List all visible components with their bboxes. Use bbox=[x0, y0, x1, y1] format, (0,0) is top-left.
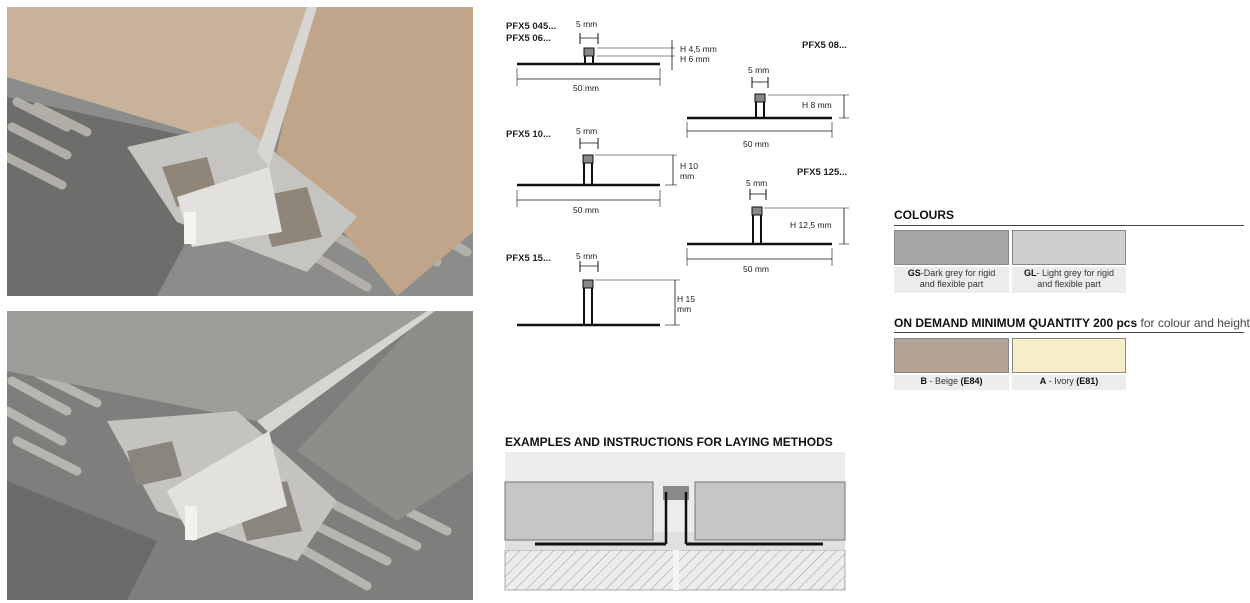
profile-125-code: PFX5 125... bbox=[797, 167, 848, 178]
colour-swatch-gl bbox=[1012, 230, 1126, 265]
profile-10-height-1: H 10 bbox=[680, 161, 698, 171]
profile-15-height-1: H 15 bbox=[677, 294, 695, 304]
profile-08-drawing bbox=[686, 77, 849, 138]
on-demand-note: for colour and height bbox=[1140, 316, 1250, 330]
profile-15-width: 5 mm bbox=[576, 251, 598, 261]
colour-code-ivory: A bbox=[1039, 376, 1047, 386]
colour-desc-gs-line1: -Dark grey for rigid bbox=[920, 268, 996, 278]
profile-045-base: 50 mm bbox=[573, 83, 599, 93]
on-demand-title: ON DEMAND MINIMUM QUANTITY 200 pcs for c… bbox=[894, 316, 1250, 330]
profile-045-height-1: H 4,5 mm bbox=[680, 44, 717, 54]
colour-caption-beige: B - Beige (E84) bbox=[894, 375, 1009, 390]
colour-code-beige: B bbox=[920, 376, 927, 386]
colour-code-gs: GS bbox=[907, 268, 921, 278]
colour-caption-ivory: A - Ivory (E81) bbox=[1012, 375, 1126, 390]
colour-swatch-gs bbox=[894, 230, 1009, 265]
colour-name-beige: - Beige bbox=[926, 376, 961, 386]
colour-ref-ivory: (E81) bbox=[1076, 376, 1099, 386]
profile-125-height: H 12,5 mm bbox=[790, 220, 832, 230]
profile-06-code: PFX5 06... bbox=[506, 33, 551, 44]
profile-15-height-2: mm bbox=[677, 304, 692, 314]
profile-045-width: 5 mm bbox=[576, 19, 598, 29]
profile-10-height-2: mm bbox=[680, 171, 695, 181]
profile-10-drawing bbox=[516, 138, 677, 207]
colours-divider bbox=[894, 225, 1244, 226]
profile-10-code: PFX5 10... bbox=[506, 129, 551, 140]
profile-15-code: PFX5 15... bbox=[506, 253, 551, 264]
profile-125-width: 5 mm bbox=[746, 178, 768, 188]
profile-125-drawing bbox=[686, 189, 849, 266]
profile-08-code: PFX5 08... bbox=[802, 40, 847, 51]
profile-08-width: 5 mm bbox=[748, 65, 770, 75]
profile-15-drawing bbox=[517, 261, 680, 327]
profile-045-drawing bbox=[516, 33, 675, 86]
profile-08-base: 50 mm bbox=[743, 139, 769, 149]
profile-045-height-2: H 6 mm bbox=[680, 54, 710, 64]
profile-125-base: 50 mm bbox=[743, 264, 769, 274]
colour-swatch-ivory bbox=[1012, 338, 1126, 373]
laying-method-diagram bbox=[504, 452, 846, 591]
colours-title: COLOURS bbox=[894, 208, 954, 222]
on-demand-title-text: ON DEMAND MINIMUM QUANTITY 200 pcs bbox=[894, 316, 1138, 330]
colour-desc-gl-line2: and flexible part bbox=[1037, 279, 1101, 289]
profile-10-width: 5 mm bbox=[576, 126, 598, 136]
colour-ref-beige: (E84) bbox=[960, 376, 983, 386]
colour-desc-gs-line2: and flexible part bbox=[919, 279, 984, 289]
colour-name-ivory: - Ivory bbox=[1046, 376, 1077, 386]
on-demand-divider bbox=[894, 332, 1244, 333]
colour-caption-gl: GL- Light grey for rigid and flexible pa… bbox=[1012, 267, 1126, 293]
colour-caption-gs: GS-Dark grey for rigid and flexible part bbox=[894, 267, 1009, 293]
profile-045-code: PFX5 045... bbox=[506, 21, 557, 32]
colour-swatch-beige bbox=[894, 338, 1009, 373]
profile-10-base: 50 mm bbox=[573, 205, 599, 215]
photo-profile-grey-tiles bbox=[7, 311, 473, 600]
photo-profile-beige-tiles bbox=[7, 7, 473, 296]
profile-08-height: H 8 mm bbox=[802, 100, 832, 110]
colour-code-gl: GL bbox=[1023, 268, 1037, 278]
colour-desc-gl-line1: - Light grey for rigid bbox=[1036, 268, 1115, 278]
examples-title: EXAMPLES AND INSTRUCTIONS FOR LAYING MET… bbox=[505, 435, 833, 449]
